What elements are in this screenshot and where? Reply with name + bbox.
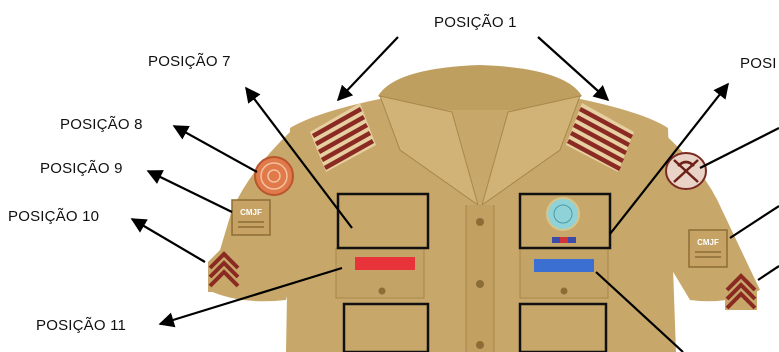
arrow-blue-nameplate [595,271,684,352]
arrows [130,36,779,352]
circular-insignia-icon [546,197,580,231]
placket [466,205,494,352]
shirt [208,65,760,352]
chevron-stripes-icon [208,246,240,292]
arrow-pos10 [130,218,206,263]
red-nameplate [355,257,415,270]
position-7-box [336,192,430,250]
label-position-11: POSIÇÃO 11 [36,317,127,334]
right-sleeve-tab: CMJF [688,229,728,268]
shirt-button [476,341,484,349]
left-sleeve-tab: CMJF [231,199,271,236]
label-position-right-partial: POSI [740,55,777,72]
shirt-button [476,218,484,226]
chevron-stripes-icon [725,270,757,310]
label-position-8: POSIÇÃO 8 [60,116,143,133]
label-position-10: POSIÇÃO 10 [8,208,100,225]
service-ribbon-icon [552,237,576,243]
arrow-pos7 [245,86,353,229]
left-sleeve-tab-text: CMJF [240,208,262,217]
arrow-pos8 [172,125,258,173]
arrow-pos1-left [336,36,399,102]
arrow-right-badge2 [729,205,779,239]
pocket-button [560,287,568,295]
arrow-pos9 [146,170,233,213]
round-crest-badge-icon [254,156,294,196]
arrow-pos11 [158,266,343,328]
pocket-button [378,287,386,295]
label-position-7: POSIÇÃO 7 [148,53,231,70]
collar-back [378,65,582,110]
arrow-right-emblem [609,82,729,235]
arrow-pos1-right [537,36,610,102]
right-epaulette [566,103,634,172]
label-position-9: POSIÇÃO 9 [40,160,123,177]
arrow-right-badge1 [699,127,779,169]
right-sleeve-tab-text: CMJF [697,238,719,247]
arrow-right-badge3 [757,265,779,281]
lower-left-pocket-box [342,302,430,352]
blue-nameplate [534,259,594,272]
shirt-button [476,280,484,288]
left-epaulette [310,103,376,172]
crossed-rifles-badge-icon [665,152,707,190]
lower-right-pocket-box [518,302,608,352]
label-position-1: POSIÇÃO 1 [434,14,517,31]
